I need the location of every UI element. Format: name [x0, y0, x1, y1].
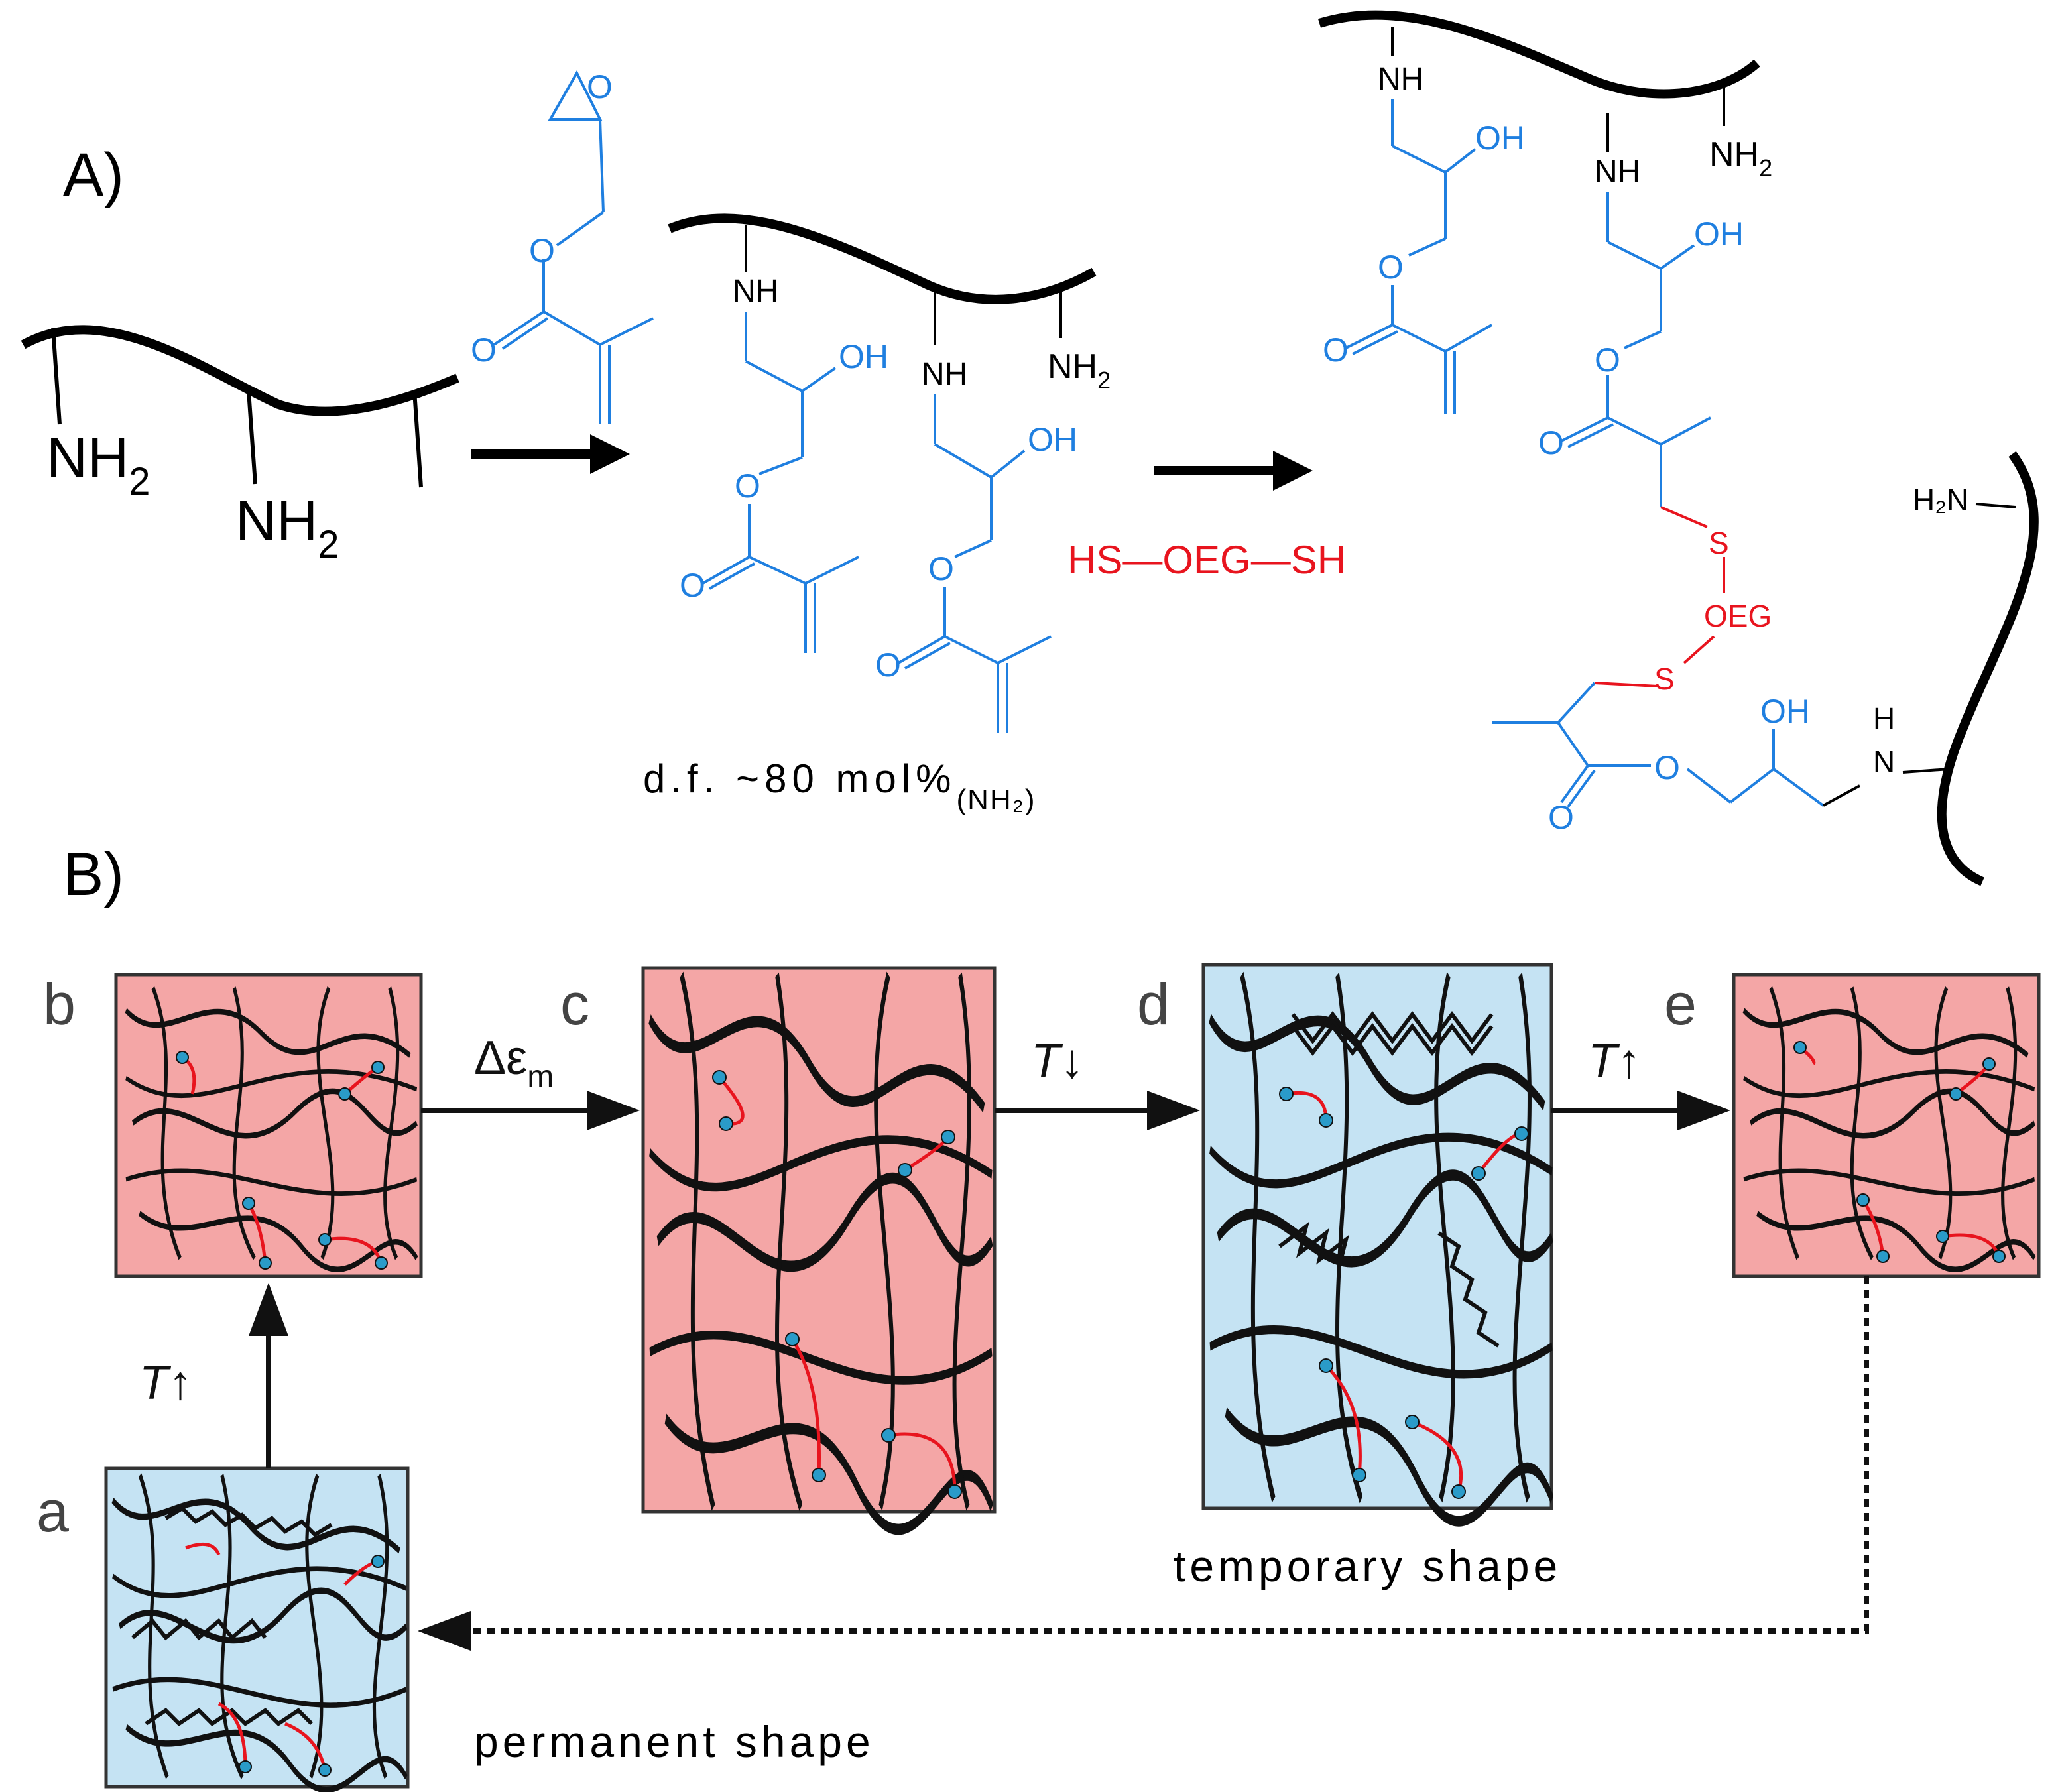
epoxide-oxygen: O [587, 68, 613, 105]
svg-text:O: O [1538, 424, 1564, 461]
product-methacrylate-free [1345, 99, 1492, 414]
svg-text:NH: NH [1595, 154, 1640, 190]
degree-of-functionalization: d.f. ~80 mol%(NH₂) [643, 756, 1036, 816]
chitosan-backbone-4: H N H₂N [1823, 451, 2039, 886]
svg-text:OH: OH [1475, 119, 1525, 156]
state-a-label: a [36, 1478, 69, 1544]
svg-text:NH2: NH2 [235, 489, 339, 566]
state-b-label: b [43, 971, 76, 1037]
chitosan-backbone-1: NH2 NH2 [21, 325, 459, 566]
svg-text:O: O [928, 550, 954, 587]
product-crosslink-lower [1492, 682, 1825, 808]
svg-text:O: O [680, 567, 705, 604]
svg-text:NH2: NH2 [1048, 347, 1111, 394]
ester-oxygen: O [529, 232, 555, 269]
thiol-crosslinker-label: HS—OEG—SH [1067, 538, 1346, 582]
methacrylate-pendant-1 [702, 312, 859, 653]
svg-text:OH: OH [1694, 215, 1744, 253]
permanent-shape-caption: permanent shape [474, 1717, 875, 1766]
svg-text:OH: OH [839, 338, 888, 375]
chitosan-backbone-3: NH NH NH2 [1317, 10, 1772, 190]
svg-text:S: S [1654, 662, 1675, 696]
reaction-arrow-2 [1154, 451, 1313, 491]
arrow-b-to-c [421, 1091, 640, 1130]
arrow-a-to-b-label: T↑ [139, 1356, 192, 1409]
svg-text:O: O [1654, 749, 1680, 786]
panel-b-label: B) [63, 841, 124, 908]
arrow-d-to-e-label: T↑ [1588, 1035, 1641, 1088]
arrow-c-to-d-label: T↓ [1031, 1035, 1084, 1088]
state-c-box [641, 966, 995, 1529]
methacrylate-pendant-2 [898, 394, 1052, 733]
svg-text:NH: NH [1378, 62, 1423, 97]
svg-text:O: O [1548, 799, 1574, 836]
arrow-a-to-b [249, 1283, 288, 1468]
svg-text:O: O [1595, 341, 1620, 379]
svg-text:O: O [735, 467, 760, 505]
svg-text:O: O [1378, 249, 1404, 286]
svg-text:O: O [1323, 331, 1349, 369]
reaction-arrow-1 [471, 434, 630, 474]
svg-text:NH: NH [733, 274, 778, 309]
arrow-b-to-c-label: Δεm [474, 1032, 554, 1095]
svg-text:OH: OH [1760, 693, 1810, 730]
svg-text:OEG: OEG [1704, 599, 1772, 633]
temporary-shape-caption: temporary shape [1174, 1541, 1561, 1590]
svg-text:NH2: NH2 [1709, 135, 1772, 182]
svg-text:NH2: NH2 [46, 426, 150, 503]
state-d-box [1201, 963, 1552, 1521]
state-a-box [104, 1466, 408, 1790]
chitosan-backbone-2: NH NH NH2 [668, 213, 1111, 394]
oeg-thioether-bridge [1594, 506, 1725, 687]
state-c-label: c [560, 971, 589, 1037]
state-b-box [114, 973, 423, 1278]
state-d-label: d [1137, 971, 1170, 1037]
product-crosslink-upper [1561, 192, 1711, 507]
svg-text:H: H [1873, 701, 1895, 736]
svg-text:OH: OH [1028, 421, 1077, 458]
arrow-d-to-e [1551, 1091, 1730, 1130]
svg-text:NH: NH [922, 357, 967, 392]
carbonyl-oxygen: O [471, 331, 497, 369]
svg-text:S: S [1709, 526, 1729, 560]
glycidyl-methacrylate [493, 70, 654, 424]
arrow-e-to-a-dotted [418, 1276, 1869, 1651]
svg-text:H₂N: H₂N [1913, 483, 1968, 517]
state-e-label: e [1664, 971, 1697, 1037]
state-e-box [1732, 973, 2041, 1278]
panel-a-label: A) [63, 141, 124, 209]
svg-text:N: N [1873, 745, 1895, 779]
arrow-c-to-d [995, 1091, 1200, 1130]
svg-text:O: O [875, 646, 901, 684]
